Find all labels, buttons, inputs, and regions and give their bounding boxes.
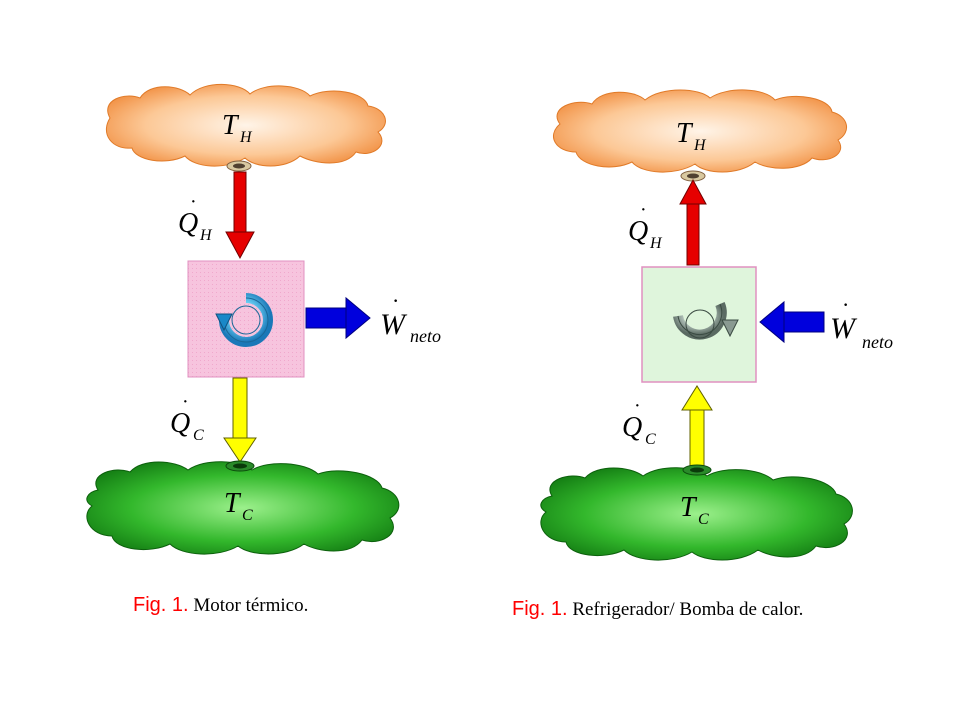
cold-temp-subscript: C bbox=[242, 507, 253, 524]
hot-reservoir-cloud bbox=[105, 83, 386, 172]
heat-in-arrow bbox=[225, 171, 255, 260]
work-in-arrow bbox=[759, 300, 825, 344]
heat-hot-dot: · bbox=[640, 199, 647, 221]
hot-temp-subscript: H bbox=[693, 137, 707, 154]
heat-cold-subscript: C bbox=[645, 431, 656, 448]
heat-cold-dot: · bbox=[634, 395, 641, 417]
heat-engine-diagram: T H Q · H W · neto Q bbox=[86, 83, 441, 555]
refrigerator-diagram: T H Q · H W · neto Q bbox=[540, 89, 893, 561]
cycle-icon bbox=[215, 293, 273, 347]
work-symbol: W bbox=[380, 308, 408, 341]
left-caption: Fig. 1. Motor térmico. bbox=[133, 594, 308, 617]
heat-hot-dot: · bbox=[190, 191, 197, 213]
cold-reservoir-cloud bbox=[540, 464, 853, 561]
heat-hot-subscript: H bbox=[199, 227, 213, 244]
work-dot: · bbox=[842, 292, 849, 317]
right-caption: Fig. 1. Refrigerador/ Bomba de calor. bbox=[512, 598, 803, 621]
work-dot: · bbox=[392, 288, 399, 313]
heat-cold-dot: · bbox=[182, 391, 189, 413]
engine-box bbox=[187, 260, 305, 378]
right-caption-fig: Fig. 1. bbox=[512, 598, 568, 620]
work-out-arrow bbox=[305, 296, 371, 340]
heat-hot-symbol: Q bbox=[628, 216, 648, 247]
work-symbol: W bbox=[830, 312, 858, 345]
left-caption-text: Motor térmico. bbox=[193, 595, 309, 616]
heat-out-arrow bbox=[679, 178, 707, 266]
cold-reservoir-cloud bbox=[86, 460, 400, 555]
right-caption-text: Refrigerador/ Bomba de calor. bbox=[572, 599, 804, 620]
cold-temp-symbol: T bbox=[680, 492, 698, 523]
heat-out-arrow bbox=[223, 377, 257, 463]
hot-temp-subscript: H bbox=[239, 129, 253, 146]
heat-hot-subscript: H bbox=[649, 235, 663, 252]
cycle-icon bbox=[673, 302, 739, 340]
refrigerator-box bbox=[641, 266, 757, 383]
heat-cold-symbol: Q bbox=[170, 408, 190, 439]
heat-in-arrow bbox=[681, 385, 713, 469]
left-caption-fig: Fig. 1. bbox=[133, 594, 189, 616]
heat-hot-symbol: Q bbox=[178, 208, 198, 239]
hot-reservoir-cloud bbox=[553, 89, 847, 182]
hot-temp-symbol: T bbox=[222, 110, 240, 141]
work-subscript: neto bbox=[410, 326, 441, 346]
cold-temp-symbol: T bbox=[224, 488, 242, 519]
heat-cold-symbol: Q bbox=[622, 412, 642, 443]
work-subscript: neto bbox=[862, 332, 893, 352]
heat-cold-subscript: C bbox=[193, 427, 204, 444]
cold-temp-subscript: C bbox=[698, 511, 709, 528]
hot-temp-symbol: T bbox=[676, 118, 694, 149]
